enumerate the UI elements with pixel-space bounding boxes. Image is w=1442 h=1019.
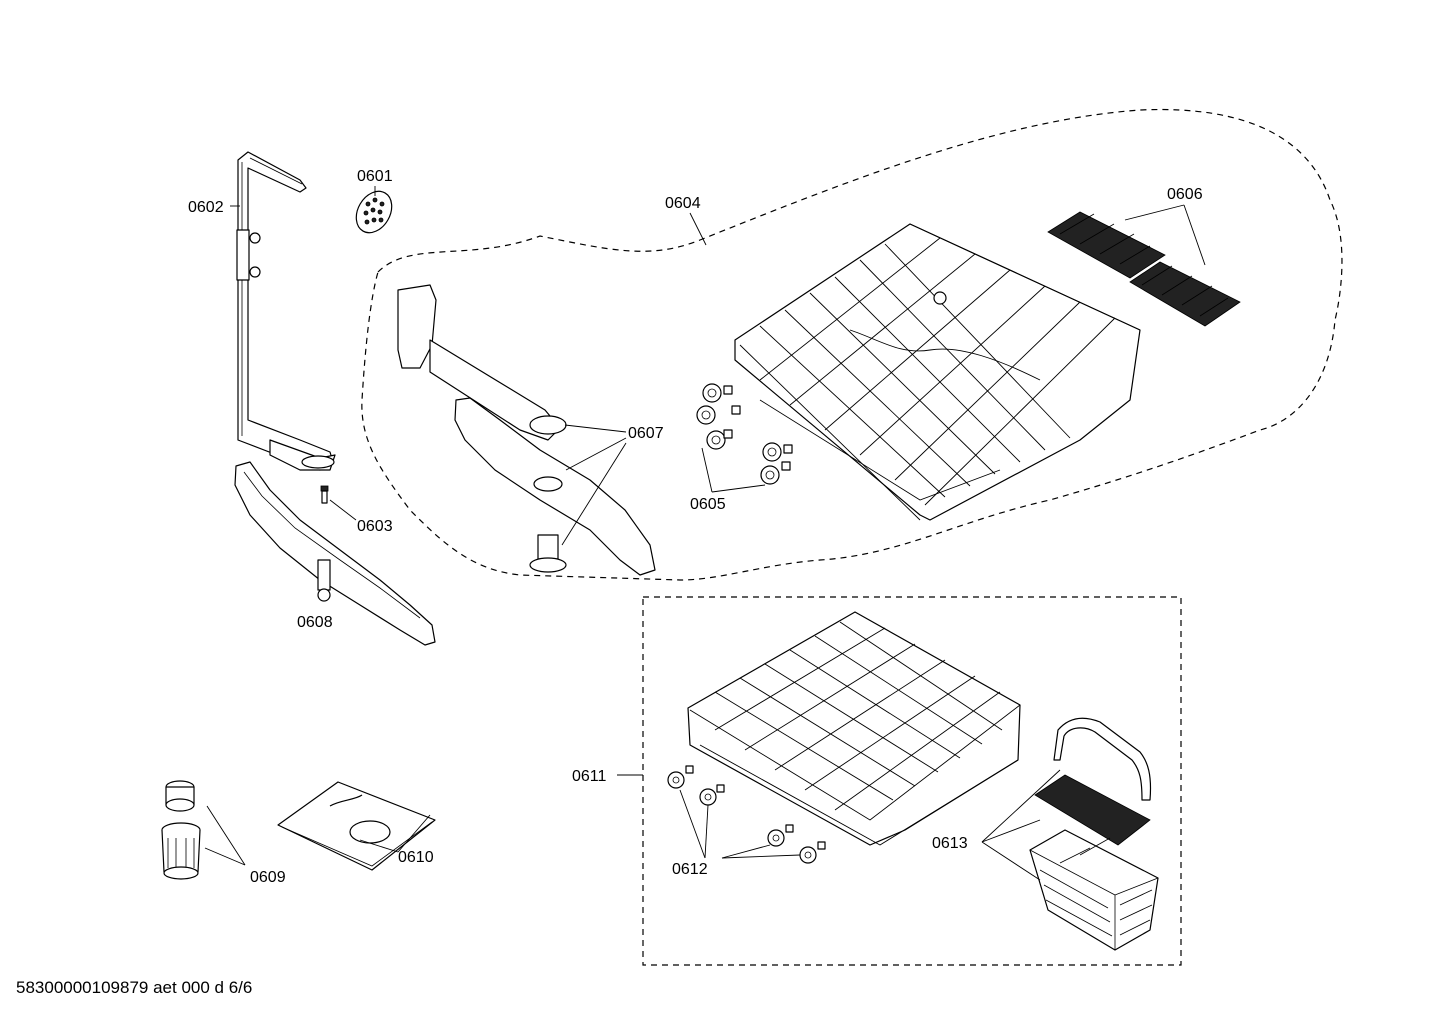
callout-0610: 0610 (398, 849, 434, 866)
screw-0603 (320, 485, 329, 504)
microfilter-plate-0610 (277, 781, 436, 871)
lower-spray-arm-0608 (234, 461, 436, 646)
callout-0606: 0606 (1167, 186, 1203, 203)
upper-spray-arm-0607 (397, 284, 656, 576)
callout-0613: 0613 (932, 835, 968, 852)
nozzle-0601 (355, 190, 393, 234)
callout-0604: 0604 (665, 195, 701, 212)
callout-0608: 0608 (297, 614, 333, 631)
callout-0601: 0601 (357, 168, 393, 185)
upper-basket-group-outline (361, 108, 1343, 581)
callout-0609: 0609 (250, 869, 286, 886)
leader-lines (204, 186, 1206, 881)
callout-0602: 0602 (188, 199, 224, 216)
lower-basket-0611 (687, 611, 1021, 846)
riser-pipe-0602 (236, 151, 336, 471)
lower-basket-group-outline (642, 596, 1182, 966)
callout-0603: 0603 (357, 518, 393, 535)
cutlery-basket-0613 (1029, 717, 1159, 951)
callout-0612: 0612 (672, 861, 708, 878)
callout-0607: 0607 (628, 425, 664, 442)
document-code: 58300000109879 aet 000 d 6/6 (16, 978, 253, 997)
upper-basket-0604 (734, 223, 1141, 521)
filters-0609 (161, 780, 201, 880)
tine-racks-0606 (1047, 211, 1241, 327)
wheels-0605 (696, 383, 793, 485)
callout-0605: 0605 (690, 496, 726, 513)
callout-0611: 0611 (572, 768, 607, 785)
